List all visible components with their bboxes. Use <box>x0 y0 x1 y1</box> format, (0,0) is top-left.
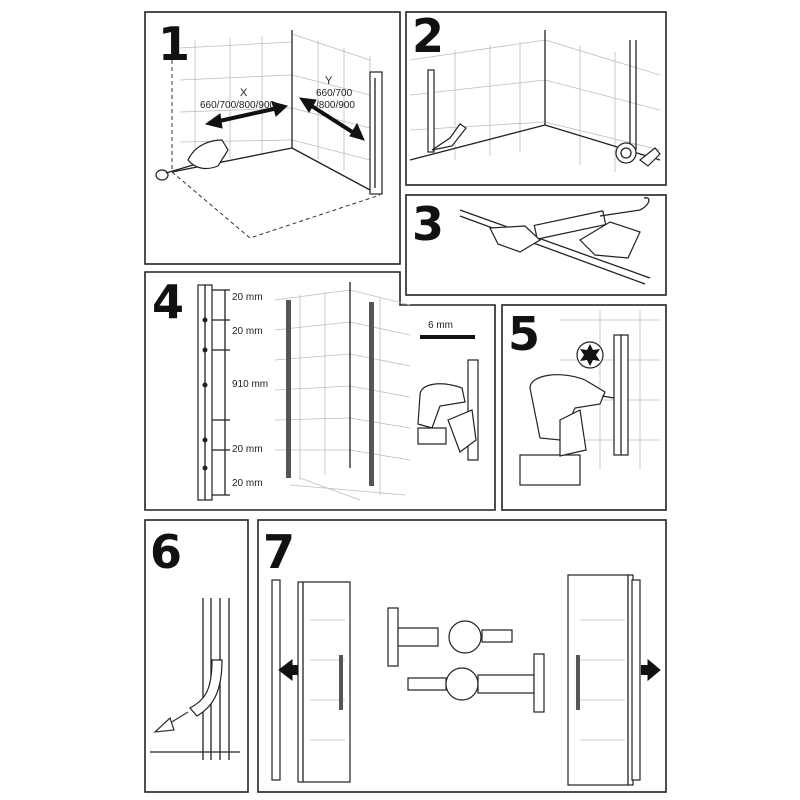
wall-profile <box>369 71 383 195</box>
dim-4: 20 mm <box>232 444 263 455</box>
profile-seal <box>189 598 230 760</box>
x-sizes: 660/700/800/900 <box>200 100 276 111</box>
panel-step-1: 1 <box>144 11 401 265</box>
drill-icon <box>519 374 615 486</box>
hand-pencil-icon <box>155 139 229 181</box>
dim-3: 910 mm <box>232 379 268 390</box>
left-door <box>271 579 351 783</box>
panel-step-2: 2 <box>405 9 667 186</box>
silicone-gun-icon <box>533 197 650 259</box>
panel-step-4: 4 20 mm 20 mm 910 mm 20 mm 20 mm <box>144 271 496 511</box>
door-handle <box>576 655 580 710</box>
step-number-6: 6 <box>150 525 182 579</box>
step-number-5: 5 <box>508 307 540 361</box>
door-handle <box>339 655 343 710</box>
x-label: X <box>240 87 248 99</box>
arrow-down-left-icon <box>153 711 189 733</box>
right-profile <box>369 302 374 486</box>
step-number-2: 2 <box>412 9 444 63</box>
arrow-y <box>299 97 365 141</box>
step-number-7: 7 <box>263 525 295 579</box>
sealing-loop <box>615 142 637 164</box>
dim-5: 20 mm <box>232 478 263 489</box>
y-label: Y <box>325 75 333 87</box>
panel-step-7: 7 <box>257 519 667 793</box>
step-number-3: 3 <box>412 197 444 251</box>
hinge-detail-bottom <box>407 653 545 713</box>
torx-bit-icon <box>576 341 604 369</box>
screwdriver-icon <box>431 123 467 151</box>
left-profile <box>286 300 291 478</box>
profile-rail <box>459 209 651 285</box>
dim-1: 20 mm <box>232 292 263 303</box>
hole-profile <box>197 284 230 501</box>
drill-icon <box>417 359 479 461</box>
hand-icon <box>489 225 541 253</box>
step-number-4: 4 <box>152 275 184 329</box>
y-sizes-2: /800/900 <box>316 100 355 111</box>
hinge-detail-top <box>387 607 513 667</box>
y-sizes-1: 660/700 <box>316 88 353 99</box>
step-number-1: 1 <box>158 17 190 71</box>
panel-step-6: 6 <box>144 519 249 793</box>
drill-size: 6 mm <box>428 320 453 331</box>
panel-step-5: 5 <box>501 304 667 511</box>
dim-2: 20 mm <box>232 326 263 337</box>
right-door <box>567 574 661 786</box>
arrow-x <box>204 101 289 129</box>
panel-step-3: 3 <box>405 194 667 296</box>
left-profile <box>427 69 435 153</box>
